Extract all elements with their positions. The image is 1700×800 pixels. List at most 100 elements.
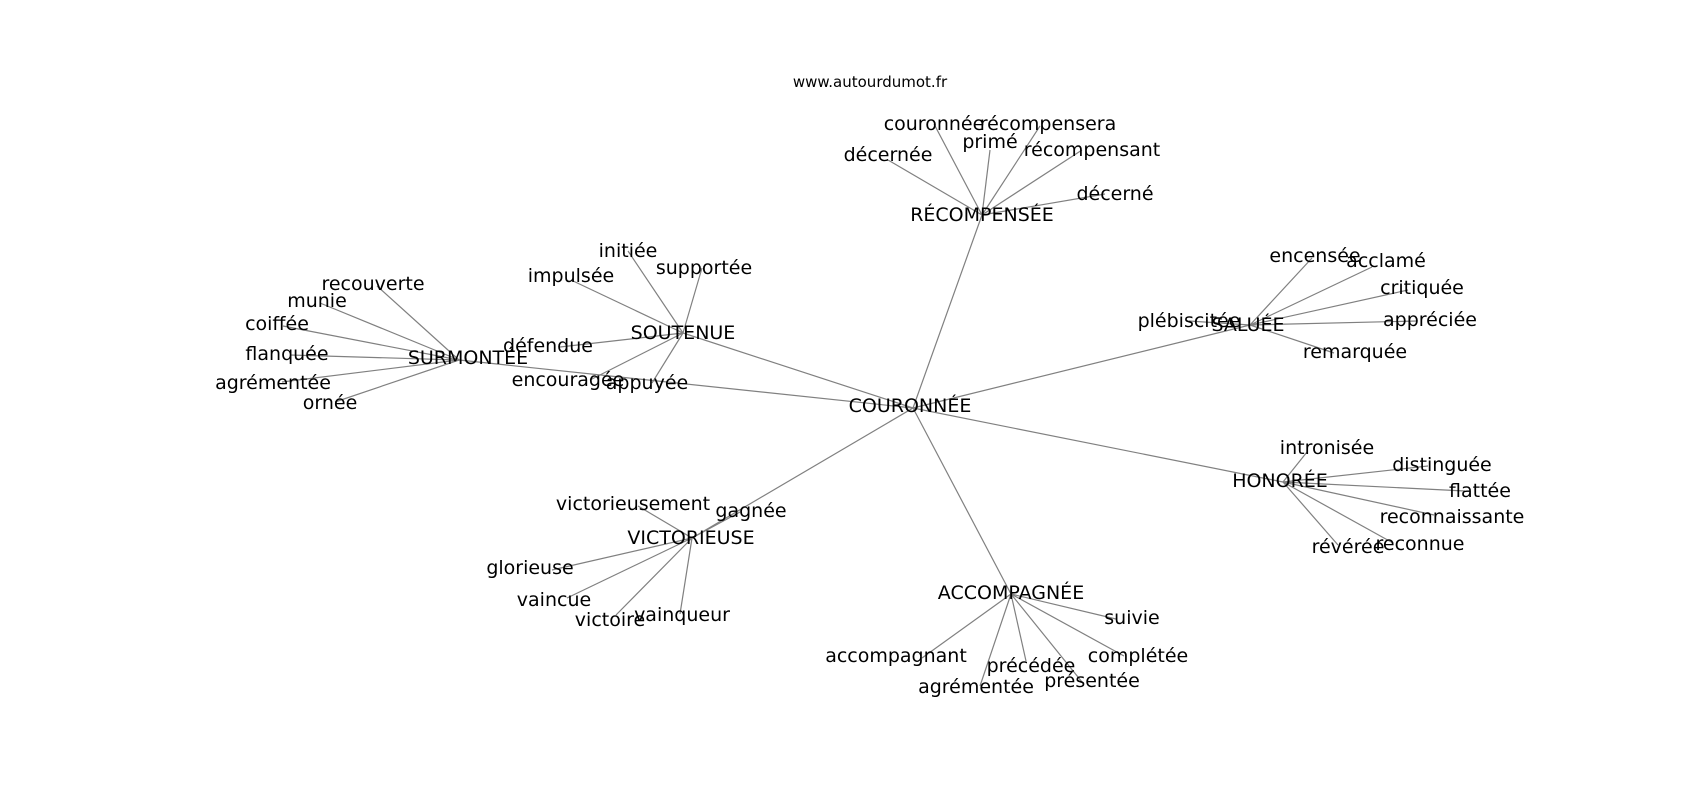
edge-recompensee-5 xyxy=(981,193,1106,216)
edge-soutenue-0 xyxy=(627,250,684,334)
word-node: ornée xyxy=(303,392,358,414)
edge-victorieuse-4 xyxy=(615,537,693,616)
word-node: critiquée xyxy=(1380,277,1464,299)
word-node: complétée xyxy=(1088,645,1188,667)
edge-surmontee-3 xyxy=(289,354,460,361)
word-node: couronnée xyxy=(884,113,985,135)
edge-surmontee-1 xyxy=(319,302,460,361)
word-node: encouragée xyxy=(512,369,625,391)
word-node: vaincue xyxy=(517,589,591,611)
hub-node-honoree: HONORÉE xyxy=(1232,469,1328,492)
word-node: flanquée xyxy=(245,343,328,365)
edge-saluee-3 xyxy=(1188,320,1251,326)
edge-soutenue-3 xyxy=(559,332,684,348)
word-node: agrémentée xyxy=(918,676,1034,698)
hub-node-soutenue: SOUTENUE xyxy=(631,322,736,344)
edge-center-honoree xyxy=(912,407,1284,483)
edge-saluee-4 xyxy=(1249,320,1418,326)
edge-accompagnee-0 xyxy=(1010,593,1117,620)
word-node: coiffée xyxy=(245,313,309,335)
word-node: victorieusement xyxy=(556,493,710,515)
word-node: reconnaissante xyxy=(1380,506,1525,528)
edge-accompagnee-5 xyxy=(921,593,1012,659)
word-node: décerné xyxy=(1076,183,1153,205)
edge-soutenue-4 xyxy=(589,332,684,381)
word-node: primé xyxy=(962,131,1017,153)
word-node: impulsée xyxy=(528,265,614,287)
word-node: précédée xyxy=(987,655,1076,677)
word-node: recouverte xyxy=(321,273,424,295)
word-node: présentée xyxy=(1044,670,1140,692)
word-node: supportée xyxy=(656,257,752,279)
edge-surmontee-5 xyxy=(334,359,460,403)
word-node: défendue xyxy=(503,335,593,357)
word-node: reconnue xyxy=(1376,533,1465,555)
word-node: appuyée xyxy=(606,372,688,394)
edge-honoree-1 xyxy=(1282,465,1429,483)
edge-victorieuse-2 xyxy=(551,537,693,571)
word-node: révérée xyxy=(1312,536,1385,558)
word-node: victoire xyxy=(575,609,645,631)
word-node: accompagnant xyxy=(825,645,967,667)
edge-recompensee-3 xyxy=(981,149,1083,216)
edge-center-saluee xyxy=(912,324,1251,409)
hub-node-recompensee: RÉCOMPENSÉE xyxy=(910,203,1054,226)
word-node: vainqueur xyxy=(634,604,730,626)
edge-surmontee-2 xyxy=(282,325,460,361)
edge-saluee-5 xyxy=(1249,324,1335,354)
edge-recompensee-2 xyxy=(981,149,991,216)
edge-accompagnee-2 xyxy=(1010,593,1083,683)
edge-victorieuse-0 xyxy=(637,505,693,539)
word-node: remarquée xyxy=(1303,341,1407,363)
word-node: flattée xyxy=(1449,480,1511,502)
hub-node-victorieuse: VICTORIEUSE xyxy=(627,527,754,549)
word-node: initiée xyxy=(599,240,658,262)
edge-soutenue-5 xyxy=(651,332,684,384)
center-node: COURONNÉE xyxy=(849,394,972,417)
edge-surmontee-4 xyxy=(281,359,460,383)
word-node: décernée xyxy=(844,144,933,166)
edge-recompensee-0 xyxy=(933,123,983,216)
source-label: www.autourdumot.fr xyxy=(793,73,948,91)
graph-labels: www.autourdumot.fr COURONNÉE RÉCOMPENSÉE c… xyxy=(215,73,1524,698)
word-node: intronisée xyxy=(1280,437,1374,459)
edge-soutenue-1 xyxy=(682,267,703,334)
word-node: agrémentée xyxy=(215,372,331,394)
edge-victorieuse-1 xyxy=(691,511,741,539)
graph-edges xyxy=(281,123,1466,687)
word-node: acclamé xyxy=(1346,250,1426,272)
edge-center-victorieuse xyxy=(691,407,914,539)
hub-node-accompagnee: ACCOMPAGNÉE xyxy=(938,581,1084,604)
edge-honoree-0 xyxy=(1282,451,1308,483)
edge-accompagnee-4 xyxy=(979,593,1012,687)
edge-recompensee-1 xyxy=(981,125,1041,216)
word-node: suivie xyxy=(1104,607,1159,629)
word-node: munie xyxy=(287,290,347,312)
hub-node-saluee: SALUÉE xyxy=(1212,313,1285,336)
edge-surmontee-0 xyxy=(376,285,460,361)
edge-center-accompagnee xyxy=(912,407,1012,595)
edge-honoree-2 xyxy=(1282,481,1466,492)
edge-center-recompensee xyxy=(912,214,983,409)
edge-honoree-4 xyxy=(1282,481,1394,544)
edge-soutenue-2 xyxy=(570,279,684,334)
word-node: récompensera xyxy=(980,113,1117,135)
edge-saluee-0 xyxy=(1249,257,1313,326)
edge-accompagnee-3 xyxy=(1010,593,1027,662)
word-node: gagnée xyxy=(715,500,786,522)
word-node: encensée xyxy=(1269,245,1360,267)
edge-accompagnee-1 xyxy=(1010,593,1125,657)
edge-victorieuse-5 xyxy=(679,537,693,615)
word-node: récompensant xyxy=(1024,139,1161,161)
edge-honoree-5 xyxy=(1282,481,1339,546)
edge-saluee-1 xyxy=(1249,266,1373,326)
edge-center-soutenue xyxy=(682,332,914,409)
word-node: distinguée xyxy=(1392,454,1492,476)
word-node: glorieuse xyxy=(486,557,573,579)
edge-saluee-2 xyxy=(1249,289,1409,326)
edge-victorieuse-3 xyxy=(566,537,693,599)
edge-honoree-3 xyxy=(1282,481,1435,516)
edge-recompensee-4 xyxy=(887,159,983,216)
edge-center-surmontee xyxy=(458,359,914,409)
